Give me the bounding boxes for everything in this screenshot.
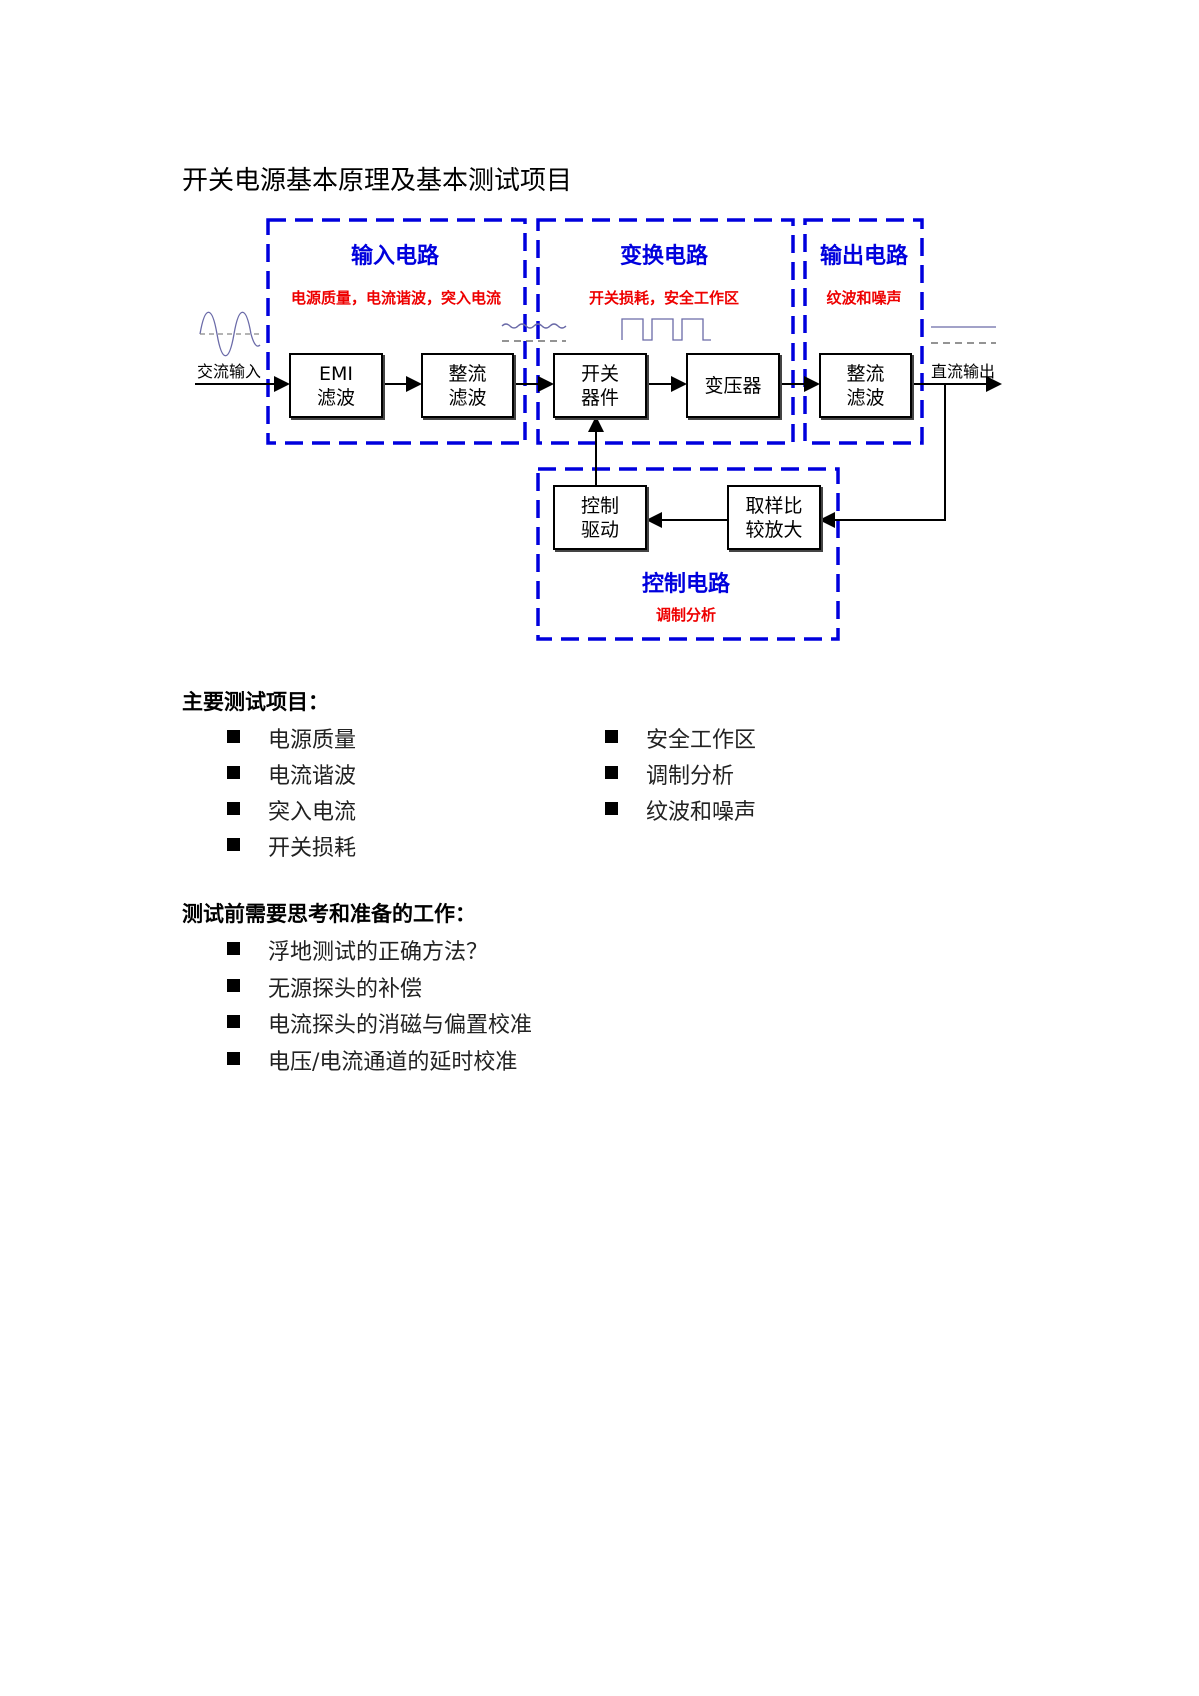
list-item: 纹波和噪声: [646, 800, 757, 825]
sampling-amplifier-block: 取样比较放大: [727, 485, 821, 550]
page-title: 开关电源基本原理及基本测试项目: [182, 166, 573, 196]
block-line: 滤波: [448, 386, 487, 409]
square-waveform-icon: [621, 318, 711, 341]
list-item: 无源探头的补偿: [268, 977, 423, 1002]
bullet-icon: [605, 802, 618, 815]
transformer-block: 变压器: [686, 353, 780, 418]
conversion-circuit-title: 变换电路: [619, 244, 709, 269]
block-line: 整流: [448, 362, 487, 385]
prep-heading: 测试前需要思考和准备的工作：: [182, 901, 476, 926]
block-line: 开关: [580, 362, 619, 385]
ripple-waveform-icon: [501, 323, 567, 329]
input-circuit-tests: 电源质量，电流谐波，突入电流: [290, 289, 502, 307]
list-item: 电流探头的消磁与偏置校准: [268, 1013, 533, 1038]
output-circuit-title: 输出电路: [819, 244, 909, 269]
output-rectifier-block: 整流滤波: [819, 353, 912, 418]
block-line: 较放大: [745, 518, 803, 541]
switch-device-block: 开关器件: [553, 353, 647, 418]
block-line: 滤波: [316, 386, 355, 409]
block-line: 整流: [846, 362, 885, 385]
bullet-icon: [605, 730, 618, 743]
input-circuit-border: [266, 218, 527, 445]
bullet-icon: [227, 1052, 240, 1065]
control-driver-block: 控制驱动: [553, 485, 647, 550]
control-circuit-title: 控制电路: [641, 572, 731, 597]
block-line: 滤波: [846, 386, 885, 409]
block-line: EMI: [318, 362, 353, 385]
dc-output-label: 直流输出: [931, 362, 996, 381]
bullet-icon: [227, 802, 240, 815]
control-circuit-tests: 调制分析: [655, 606, 717, 624]
block-line: 变压器: [704, 374, 762, 397]
control-circuit-border: [536, 467, 840, 641]
list-item: 调制分析: [646, 764, 735, 789]
list-item: 突入电流: [268, 800, 357, 825]
input-rectifier-block: 整流滤波: [421, 353, 514, 418]
ac-input-label: 交流输入: [197, 362, 262, 381]
bullet-icon: [227, 766, 240, 779]
bullet-icon: [227, 730, 240, 743]
list-item: 开关损耗: [268, 836, 357, 861]
list-item: 浮地测试的正确方法？: [268, 940, 489, 965]
block-diagram: [195, 218, 1002, 641]
bullet-icon: [227, 942, 240, 955]
list-item: 电压/电流通道的延时校准: [268, 1050, 518, 1075]
bullet-icon: [605, 766, 618, 779]
list-item: 安全工作区: [646, 728, 757, 753]
ac-sine-waveform-icon: [199, 311, 261, 357]
main-tests-heading: 主要测试项目：: [182, 689, 329, 714]
conversion-circuit-border: [536, 218, 795, 445]
list-item: 电源质量: [268, 728, 357, 753]
output-circuit-tests: 纹波和噪声: [826, 289, 902, 307]
block-line: 驱动: [580, 518, 619, 541]
block-line: 取样比: [745, 494, 803, 517]
block-line: 器件: [580, 386, 619, 409]
bullet-icon: [227, 979, 240, 992]
feedback-line: [819, 384, 946, 528]
output-circuit-border: [803, 218, 924, 445]
bullet-icon: [227, 838, 240, 851]
bullet-icon: [227, 1015, 240, 1028]
conversion-circuit-tests: 开关损耗，安全工作区: [588, 289, 740, 307]
input-circuit-title: 输入电路: [350, 244, 440, 269]
block-line: 控制: [580, 494, 619, 517]
list-item: 电流谐波: [268, 764, 357, 789]
